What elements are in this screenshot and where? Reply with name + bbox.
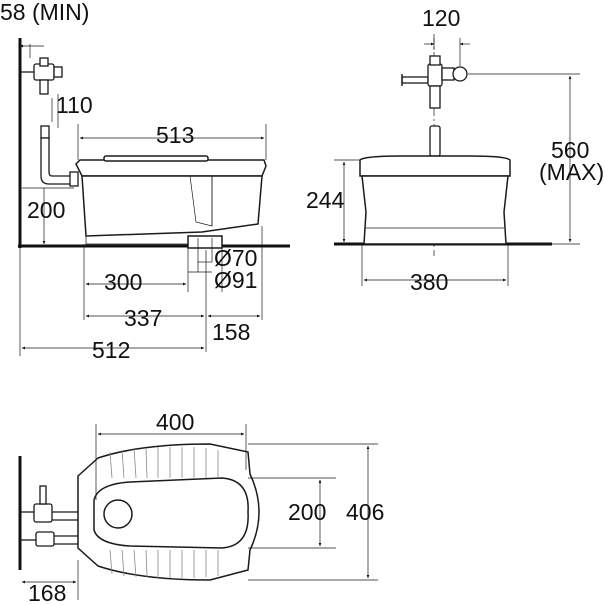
dim-58-min: 58 (MIN) [0,0,89,25]
top-foot-ribs [109,447,219,578]
dim-300: 300 [104,269,142,295]
front-pan-body [359,155,511,245]
dim-244: 244 [306,187,345,213]
side-view: 58 (MIN) 110 513 200 Ø70 Ø91 300 337 [0,0,290,363]
dim-120: 120 [422,5,460,31]
top-view: 400 200 406 168 [18,409,384,605]
dim-158: 158 [212,319,250,345]
dim-diameter-70: Ø70 [214,245,257,271]
dim-406: 406 [346,499,384,525]
front-view: 120 560 (MAX) 244 380 [306,5,604,295]
dim-168: 168 [28,580,66,605]
dim-560-max: (MAX) [539,159,604,185]
top-pan-body [77,443,260,581]
front-flush-valve [401,55,468,157]
dim-512: 512 [92,337,130,363]
side-pan-body [75,155,267,249]
dim-380: 380 [410,269,448,295]
dim-337: 337 [124,305,162,331]
dim-513: 513 [156,122,194,148]
dim-200: 200 [27,197,65,223]
top-flush-valve [20,485,78,547]
side-flush-pipe [40,125,79,187]
dim-110: 110 [56,92,93,118]
dim-400: 400 [156,409,194,435]
dim-top-200: 200 [288,499,326,525]
dim-560: 560 [551,137,589,163]
side-flush-valve [20,57,63,95]
dim-diameter-91: Ø91 [214,267,257,293]
